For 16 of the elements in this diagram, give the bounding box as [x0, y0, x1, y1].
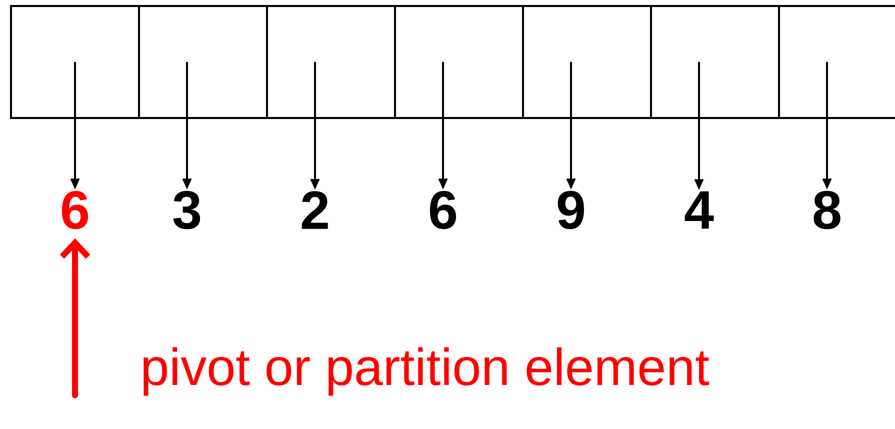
- number: 2: [302, 191, 328, 229]
- number: 6: [62, 190, 88, 230]
- arrow: [60, 238, 90, 398]
- array-cell: [138, 5, 268, 119]
- array-cell: [394, 5, 524, 119]
- array-cell: [650, 5, 780, 119]
- array-cell: [778, 5, 895, 119]
- array-cell: [10, 5, 140, 119]
- array-cell: [522, 5, 652, 119]
- number: 3: [173, 190, 200, 230]
- number: 9: [558, 190, 584, 230]
- number: 8: [814, 190, 840, 230]
- number: 4: [684, 191, 714, 229]
- array-cell: [266, 5, 396, 119]
- caption-text: pivot or partition element: [144, 347, 710, 396]
- number: 6: [430, 190, 456, 230]
